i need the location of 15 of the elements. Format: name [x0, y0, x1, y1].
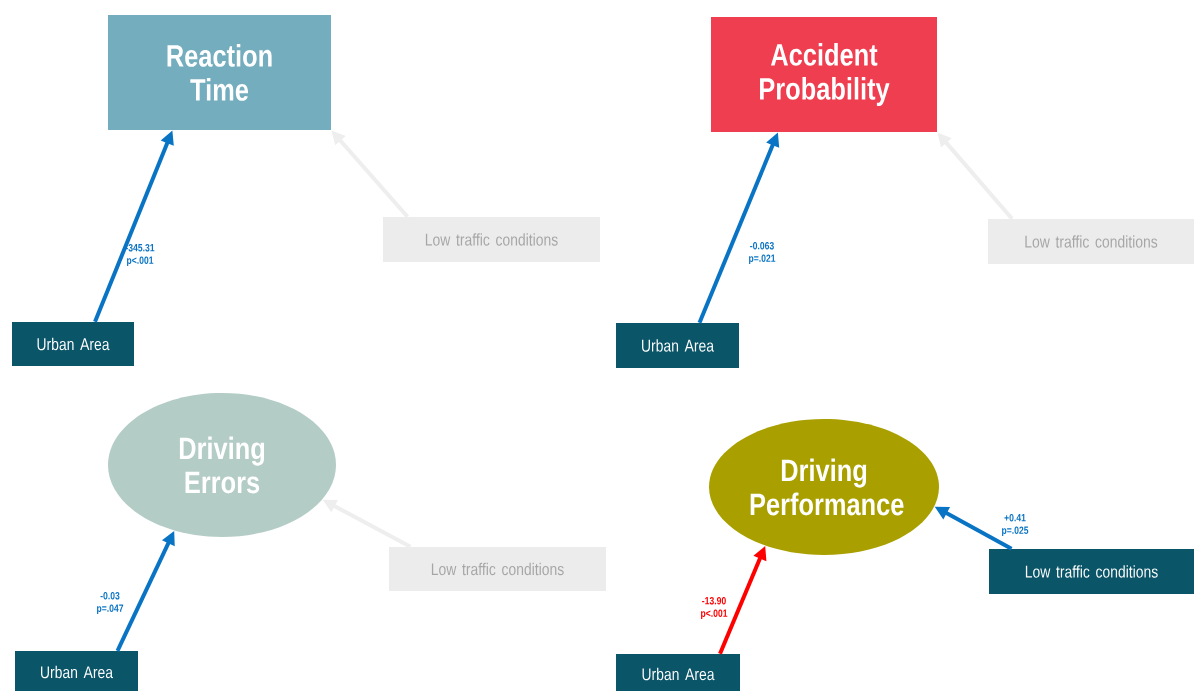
edge-label: -345.31 p<.001 [125, 244, 155, 266]
predictor-box: Urban Area [12, 322, 134, 366]
predictor-box: Urban Area [616, 323, 739, 368]
edge-label: -0.063 p=.021 [749, 242, 776, 264]
predictor-box: Urban Area [616, 654, 740, 691]
predictor-box: Low traffic conditions [989, 549, 1194, 594]
faded-predictor-box: Low traffic conditions [389, 547, 606, 591]
edge-label: -0.03 p=.047 [97, 592, 124, 614]
edge-label: +0.41 p=.025 [1002, 514, 1029, 536]
faded-predictor-box: Low traffic conditions [988, 219, 1194, 264]
faded-predictor-box: Low traffic conditions [383, 217, 600, 262]
edge-label: -13.90 p<.001 [701, 597, 728, 619]
predictor-box: Urban Area [15, 651, 138, 691]
outcome-box: Accident Probability [711, 17, 937, 132]
outcome-box: Reaction Time [108, 15, 331, 130]
